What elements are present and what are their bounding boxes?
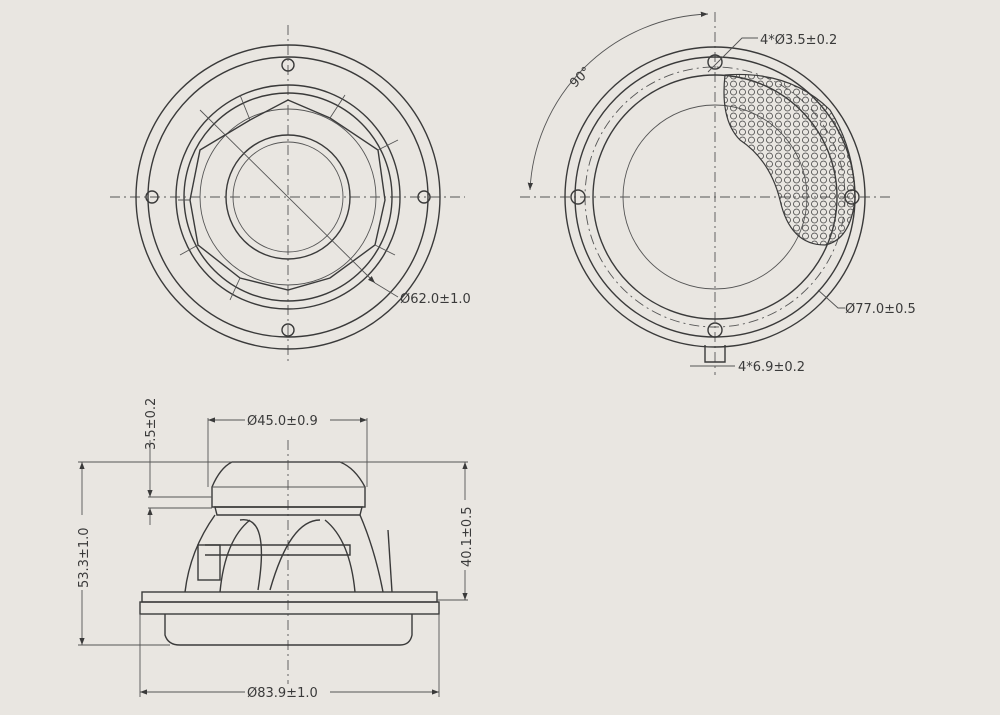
front-frame-outer	[135, 44, 441, 350]
rear-grille	[723, 73, 856, 246]
tab-label: 4*6.9±0.2	[738, 360, 805, 375]
total-height-label: 53.3±1.0	[77, 527, 92, 588]
rear-frame-outer	[564, 46, 866, 348]
side-view: Ø45.0±0.9 3.5±0.2 53.3±1.0 40.1±0.5 Ø83.…	[76, 398, 475, 701]
magnet-diameter-label: Ø45.0±0.9	[247, 414, 318, 429]
mount-height-label: 40.1±0.5	[460, 506, 475, 567]
rear-view: 90° 4*Ø3.5±0.2 Ø77.0±0.5 4*6.9±0.2	[520, 11, 916, 375]
frame-diameter-label: Ø83.9±1.0	[247, 686, 318, 701]
front-mount-holes	[145, 58, 431, 337]
magnet	[211, 461, 366, 508]
front-view: Ø62.0±1.0	[110, 25, 471, 365]
angle-label: 90°	[567, 64, 594, 91]
rear-diameter-label: Ø77.0±0.5	[845, 302, 916, 317]
rear-mount-holes	[570, 54, 860, 338]
hole-label: 4*Ø3.5±0.2	[760, 33, 837, 48]
front-dome	[225, 134, 351, 260]
front-diameter-label: Ø62.0±1.0	[400, 292, 471, 307]
frame-flange	[141, 591, 438, 603]
rear-tab	[704, 345, 726, 363]
magnet-thickness-label: 3.5±0.2	[144, 398, 159, 450]
basket-bottom	[164, 614, 413, 646]
